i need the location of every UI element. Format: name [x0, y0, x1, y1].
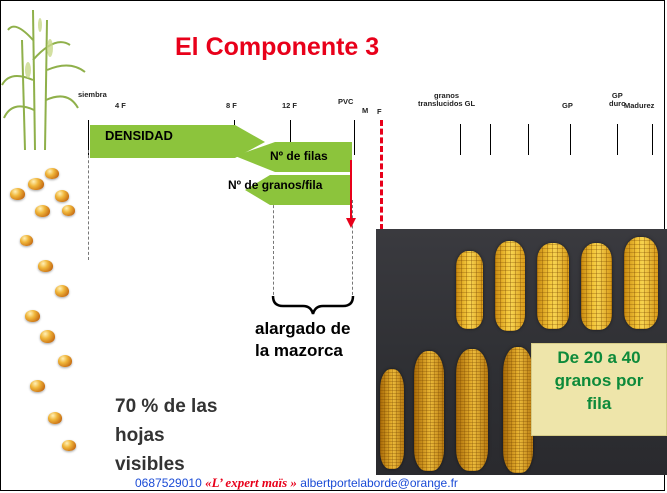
footer-brand: «L’ expert maïs » [205, 475, 297, 490]
densidad-arrow [90, 125, 265, 158]
corn-kernel-decoration [30, 380, 45, 392]
alargado-label: alargado de la mazorca [255, 319, 351, 360]
corn-kernel-decoration [28, 178, 44, 190]
stage-label-granos-gl: granos translucidos GL [418, 91, 476, 108]
corn-kernel-decoration [48, 412, 62, 424]
stage-tick [290, 120, 291, 155]
brace [271, 295, 355, 315]
stage-tick [570, 124, 571, 155]
stage-label-gp-duro: GP duro [609, 91, 626, 108]
corn-kernel-decoration [40, 330, 55, 343]
corn-ear [581, 243, 612, 330]
corn-ear [624, 237, 658, 329]
corn-ear [456, 349, 488, 471]
corn-ear [380, 369, 404, 469]
stage-tick [617, 124, 618, 155]
stage-label-siembra: siembra [78, 90, 107, 99]
stage-tick [460, 124, 461, 155]
corn-ear [537, 243, 569, 329]
footer: 0687529010 «L’ expert maïs » albertporte… [135, 474, 458, 492]
corn-kernel-decoration [45, 168, 59, 179]
corn-ear [495, 241, 525, 331]
dashed-guide-12f [273, 200, 274, 300]
corn-kernel-decoration [25, 310, 40, 322]
corn-kernel-decoration [10, 188, 25, 200]
stage-tick [490, 124, 491, 155]
corn-kernel-decoration [55, 285, 69, 297]
corn-ear [456, 251, 483, 329]
granos-fila-label: Nº de granos/fila [228, 178, 323, 192]
corn-kernel-decoration [35, 205, 50, 217]
dashed-guide-pvc [352, 200, 353, 300]
corn-ear [503, 347, 533, 473]
flowering-red-dash [380, 120, 383, 230]
stage-tick [652, 124, 653, 155]
red-down-arrow-head [346, 218, 356, 228]
densidad-label: DENSIDAD [105, 128, 173, 143]
stage-tick [528, 124, 529, 155]
callout-text: De 20 a 40 granos por fila [554, 348, 644, 413]
leaves-visible-text: 70 % de las hojas visibles [115, 396, 218, 475]
stage-tick [354, 120, 355, 155]
corn-ear [414, 351, 444, 471]
corn-kernel-decoration [38, 260, 53, 272]
corn-kernel-decoration [58, 355, 72, 367]
filas-arrow [235, 142, 352, 172]
corn-plant-illustration [1, 9, 86, 151]
stage-tick [88, 120, 89, 155]
stage-label-m: M [362, 106, 369, 115]
stage-label-8f: 8 F [226, 101, 237, 110]
corn-kernel-decoration [62, 205, 75, 216]
filas-label: Nº de filas [270, 149, 328, 163]
stage-label-f: F [377, 107, 382, 116]
slide-title: El Componente 3 [175, 33, 380, 61]
stage-label-madurez: Madurez [624, 101, 655, 110]
stage-label-12f: 12 F [282, 101, 298, 110]
corn-kernel-decoration [55, 190, 69, 202]
stage-label-4f: 4 F [115, 101, 126, 110]
dashed-guide-siembra [88, 150, 89, 260]
footer-phone: 0687529010 [135, 476, 202, 490]
stage-label-pvc: PVC [338, 97, 354, 106]
footer-email[interactable]: albertportelaborde@orange.fr [300, 476, 458, 490]
granos-por-fila-callout: De 20 a 40 granos por fila [531, 343, 667, 436]
corn-kernel-decoration [62, 440, 76, 451]
stage-label-gp: GP [562, 101, 573, 110]
corn-kernel-decoration [20, 235, 33, 246]
granos-fila-arrow [245, 175, 352, 205]
